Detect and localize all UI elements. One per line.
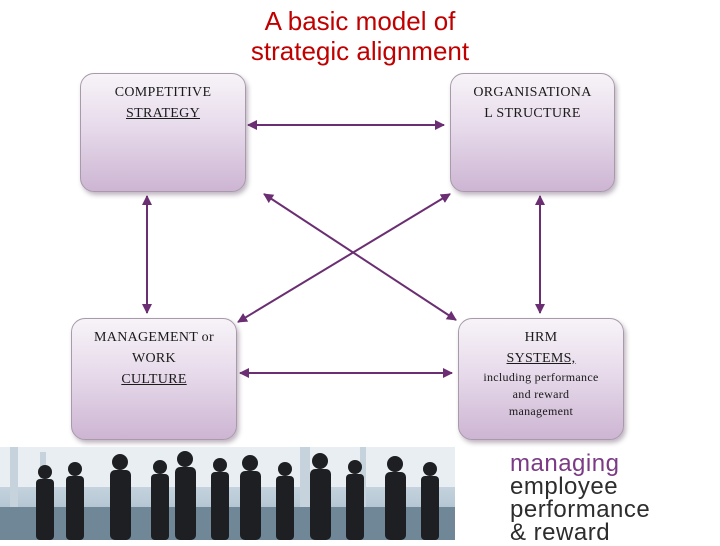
hrm-line-5: management — [508, 404, 574, 418]
title-line-1: A basic model of — [264, 6, 456, 36]
competitive-line-2: STRATEGY — [126, 106, 200, 121]
organisation-line-1: ORGANISATIONA — [473, 85, 592, 100]
management-line-2: WORK — [132, 351, 176, 366]
box-management-culture: MANAGEMENT or WORK CULTURE — [71, 318, 237, 440]
brand-logo: managing employee performance & reward — [510, 450, 710, 546]
hrm-line-4: and reward — [512, 387, 570, 401]
business-people-silhouette-photo — [0, 447, 455, 540]
brand-line-2: employee — [510, 473, 619, 500]
silhouette-graphic — [0, 447, 455, 540]
hrm-line-2: SYSTEMS, — [506, 351, 576, 366]
brand-line-3: performance — [510, 496, 651, 523]
box-competitive-strategy: COMPETITIVE STRATEGY — [80, 73, 246, 192]
box-organisational-structure: ORGANISATIONA L STRUCTURE — [450, 73, 615, 192]
hrm-line-1: HRM — [524, 330, 558, 345]
organisation-line-2: L STRUCTURE — [484, 106, 581, 121]
arrow-strategy-hrm — [263, 193, 457, 321]
brand-line-1: managing — [510, 450, 620, 477]
hrm-line-3: including performance — [483, 370, 599, 384]
management-line-3: CULTURE — [121, 372, 187, 387]
competitive-line-1: COMPETITIVE — [114, 85, 212, 100]
management-line-1: MANAGEMENT or — [94, 330, 214, 345]
title-line-2: strategic alignment — [250, 36, 470, 66]
box-hrm-systems: HRM SYSTEMS, including performance and r… — [458, 318, 624, 440]
arrow-structure-culture — [237, 193, 451, 323]
brand-line-4: & reward — [510, 519, 611, 546]
diagram-title: A basic model of strategic alignment — [0, 6, 720, 66]
